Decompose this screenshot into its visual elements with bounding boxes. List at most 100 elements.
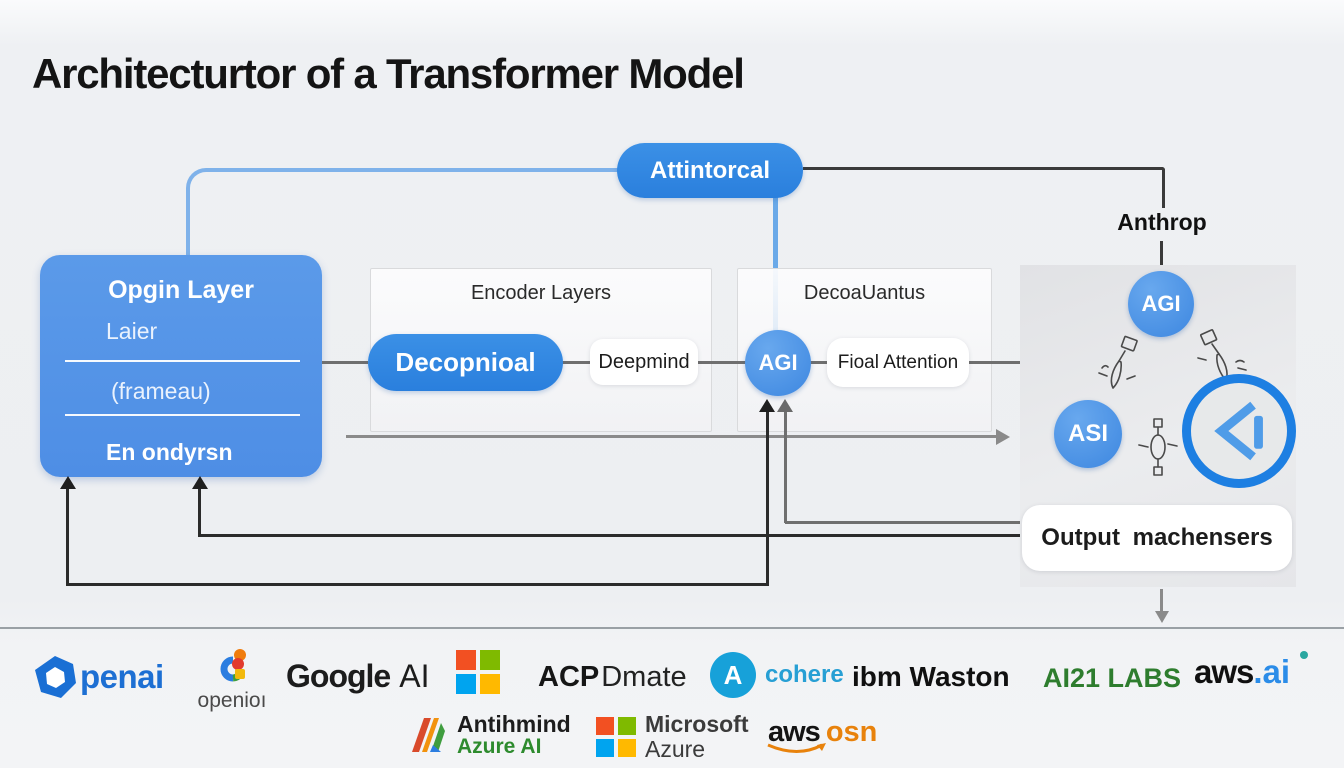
logo-cohere: A cohere <box>710 652 844 698</box>
encoder-panel-header: Encoder Layers <box>470 282 612 304</box>
input-box-line4: En ondyrsn <box>106 439 233 465</box>
sketch-doodle-right-icon <box>1197 329 1247 381</box>
logo-aws-ai-text: .ai <box>1253 653 1291 690</box>
ms-square-blue <box>456 674 476 694</box>
logo-aws-ai: aws .ai <box>1194 651 1308 691</box>
cohere-circle-icon: A <box>710 652 756 698</box>
logo-openioi: openioı <box>196 648 268 713</box>
input-box-divider-2 <box>65 414 300 416</box>
connector-input-to-encoder <box>322 361 368 364</box>
logo-ibm-waston: ibm Waston <box>852 661 1010 693</box>
decoder-panel-header: DecoaUantus <box>803 282 926 304</box>
connector-anthrop-to-panel <box>1160 241 1163 267</box>
logo-ibm-waston-text: ibm Waston <box>852 661 1010 692</box>
encoder-pill: Decopnioal <box>368 334 563 391</box>
output-box-label: Output machensers <box>1041 524 1273 551</box>
logo-ai21-labs: AI21 LABS <box>1043 663 1181 694</box>
output-asi-label: ASI <box>1067 420 1108 447</box>
attention-box: Fioal Attention <box>827 338 969 387</box>
logo-openioi-text: openioı <box>197 689 267 712</box>
decoder-agi-circle: AGI <box>745 330 811 396</box>
output-down-arrowhead-icon <box>1155 611 1169 623</box>
logo-google-ai-text: AI <box>399 658 430 694</box>
feedback-output-to-input-v <box>198 489 201 537</box>
attention-box-label: Fioal Attention <box>837 351 959 373</box>
aws-ai-dot-icon <box>1300 651 1308 659</box>
logo-dmate-text: Dmate <box>601 661 687 693</box>
output-agi-label: AGI <box>1141 291 1181 316</box>
msa-square-blue <box>596 739 614 758</box>
logo-aws-osn: aws osn <box>767 716 878 753</box>
logo-azure-text: Azure <box>645 736 706 763</box>
logo-cohere-text: cohere <box>765 661 844 688</box>
feedback-output-to-agi-v <box>784 412 787 523</box>
connector-attention-to-agi <box>773 196 778 332</box>
microsoft-azure-squares-icon <box>596 717 636 758</box>
feedback-output-to-input-h <box>198 534 1022 537</box>
previous-chevron-icon <box>1214 401 1263 461</box>
sketch-doodle-center-icon <box>1138 418 1178 476</box>
input-box-title: Opgin Layer <box>108 276 254 304</box>
logo-microsoft-text: Microsoft <box>645 711 749 737</box>
logo-google-ai: Google AI <box>286 658 429 695</box>
openioi-blob-icon <box>220 649 246 682</box>
microsoft-squares-icon <box>456 650 500 694</box>
encoder-pill-label: Decopnioal <box>395 347 536 377</box>
connector-attentionpill-to-outpanel <box>967 361 1020 364</box>
input-box-line3: (frameau) <box>111 378 211 404</box>
forward-flow-arrowhead-icon <box>996 429 1010 445</box>
logo-azure-ai-text: Azure AI <box>457 735 542 759</box>
connector-attention-to-anthrop <box>803 167 1165 208</box>
output-panel: AGI ASI <box>1020 265 1296 587</box>
sketch-doodle-left-icon <box>1098 335 1138 389</box>
forward-flow-line <box>346 435 998 438</box>
connector-deepmind-to-agi <box>698 361 747 364</box>
feedback-input-arrowhead-2-icon <box>192 476 208 489</box>
feedback-loop-v-left <box>66 489 69 586</box>
msa-square-yellow <box>618 739 636 758</box>
ms-square-red <box>456 650 476 670</box>
logo-acp-text: ACP <box>538 661 600 693</box>
ms-square-yellow <box>480 674 500 694</box>
feedback-loop-agi-arrowhead-icon <box>759 399 775 412</box>
logo-google-text: Google <box>286 658 391 694</box>
logo-aws-text: aws <box>1194 653 1254 690</box>
ring-circle <box>1182 374 1296 488</box>
footer-divider <box>0 627 1344 629</box>
feedback-loop-v-right <box>766 412 769 586</box>
decoder-agi-label: AGI <box>758 350 798 375</box>
page-title: Architecturtor of a Transformer Model <box>32 50 745 97</box>
antihmind-stripes-icon <box>412 718 445 753</box>
logo-microsoft-azure: Microsoft Azure <box>596 711 749 763</box>
output-asi-circle: ASI <box>1054 400 1122 468</box>
logo-openai: penai <box>33 655 164 699</box>
logo-aws-osn-aws-text: aws <box>768 716 821 748</box>
logo-antihmind-text: Antihmind <box>457 711 571 737</box>
aws-smile-icon <box>767 743 826 753</box>
feedback-input-arrowhead-1-icon <box>60 476 76 489</box>
logo-acpdmate: ACP Dmate <box>538 661 687 694</box>
input-box-divider-1 <box>65 360 300 362</box>
openai-hexagon-icon <box>35 656 76 698</box>
connector-attention-to-input <box>186 168 621 259</box>
attention-pill: Attintorcal <box>617 143 803 198</box>
feedback-agi-arrowhead-icon <box>777 399 793 412</box>
msa-square-red <box>596 717 614 736</box>
logo-ai21-labs-text: AI21 LABS <box>1043 663 1182 693</box>
deepmind-box-label: Deepmind <box>598 350 690 373</box>
attention-pill-label: Attintorcal <box>650 156 770 184</box>
msa-square-green <box>618 717 636 736</box>
connector-agi-to-attention-pill <box>809 361 827 364</box>
ms-square-green <box>480 650 500 670</box>
anthrop-label: Anthrop <box>1117 209 1207 235</box>
output-box: Output machensers <box>1022 505 1292 571</box>
logo-openai-text: penai <box>80 658 164 695</box>
feedback-output-to-agi-h <box>785 521 1022 524</box>
output-down-line <box>1160 589 1163 612</box>
logo-antihmind-azure-ai: Antihmind Azure AI <box>408 712 571 758</box>
input-box-line2: Laier <box>106 318 158 344</box>
logo-aws-osn-osn-text: osn <box>825 716 878 748</box>
cohere-circle-letter: A <box>723 659 743 690</box>
deepmind-box: Deepmind <box>590 339 698 385</box>
